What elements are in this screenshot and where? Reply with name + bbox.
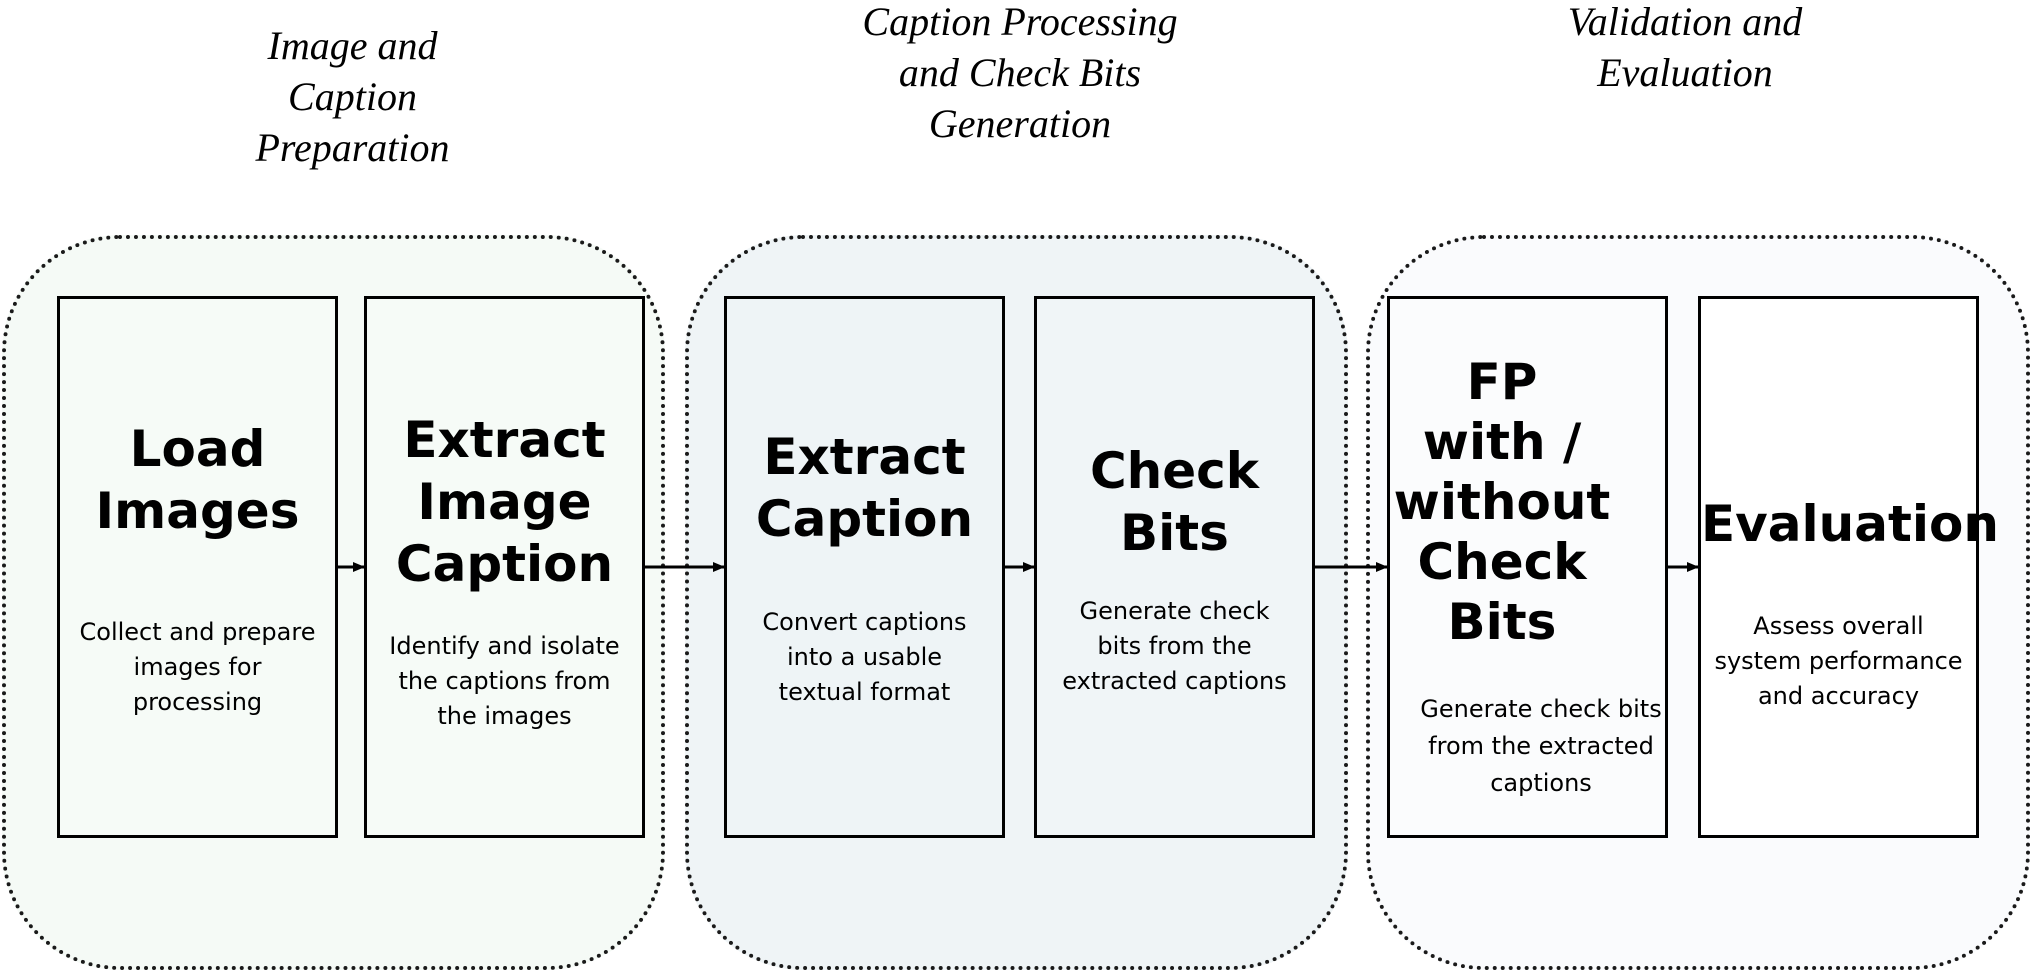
step-box-extract-caption: Extract Caption Convert captions into a … (724, 296, 1005, 838)
step-description: Generate check bits from the extracted c… (1062, 597, 1287, 695)
step-description: Assess overall system performance and ac… (1714, 612, 1963, 710)
stage-title-caption-processing: Caption Processing and Check Bits Genera… (862, 0, 1178, 146)
step-title: Extract Caption (755, 428, 974, 548)
step-box-extract-image-caption: Extract Image Caption Identify and isola… (364, 296, 645, 838)
step-description: Generate check bits from the extracted c… (1420, 695, 1662, 797)
step-description: Collect and prepare images for processin… (79, 618, 316, 716)
step-title: Check Bits (1089, 442, 1260, 562)
stage-title-image-caption-preparation: Image and Caption Preparation (255, 23, 450, 170)
step-box-fp-check-bits: FP with / without Check Bits Generate ch… (1387, 296, 1668, 838)
step-title: Load Images (95, 420, 300, 540)
step-box-load-images: Load Images Collect and prepare images f… (57, 296, 338, 838)
step-title: Evaluation (1701, 495, 1999, 553)
step-box-evaluation: Evaluation Assess overall system perform… (1698, 296, 1999, 838)
step-description: Convert captions into a usable textual f… (762, 608, 967, 706)
step-title: FP with / without Check Bits (1393, 353, 1611, 651)
step-title: Extract Image Caption (395, 411, 614, 593)
stage-title-validation-evaluation: Validation and Evaluation (1567, 0, 1803, 95)
step-box-check-bits: Check Bits Generate check bits from the … (1034, 296, 1315, 838)
step-description: Identify and isolate the captions from t… (389, 632, 620, 730)
